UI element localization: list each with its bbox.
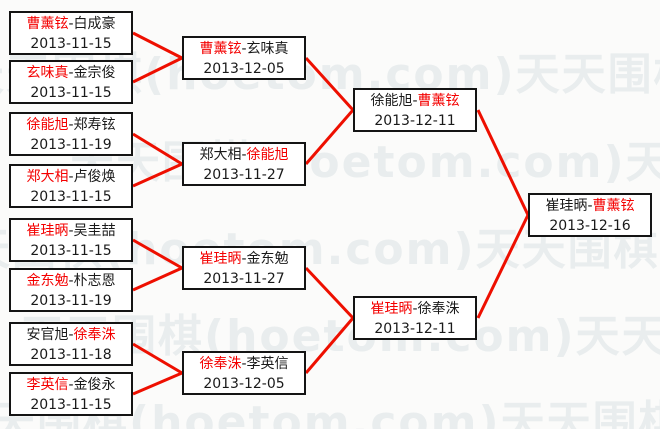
match-players: 徐能旭-郑寿铉 [11, 114, 131, 136]
match-box-r1-8: 李英信-金俊永 2013-11-15 [9, 372, 133, 416]
player-name: 郑大相 [199, 147, 242, 163]
match-players: 安官旭-徐奉洙 [11, 324, 131, 346]
match-box-r2-3: 崔珪昞-金东勉 2013-11-27 [182, 246, 306, 290]
player-name: 卢俊焕 [73, 169, 116, 185]
player-name: 安官旭 [26, 327, 69, 343]
match-date: 2013-11-19 [30, 137, 112, 153]
player-name: 曹薰铉 [199, 41, 242, 57]
match-date: 2013-12-05 [203, 376, 285, 392]
match-date: 2013-11-15 [30, 85, 112, 101]
match-date: 2013-11-15 [30, 36, 112, 52]
player-separator: - [68, 327, 74, 343]
player-separator: - [68, 223, 74, 239]
player-separator: - [68, 16, 74, 32]
match-box-sf-2: 崔珪昞-徐奉洙 2013-12-11 [353, 296, 477, 340]
player-separator: - [587, 198, 593, 214]
match-players: 金东勉-朴志恩 [11, 270, 131, 292]
player-name: 崔珪昞 [370, 301, 413, 317]
player-name: 白成豪 [73, 16, 116, 32]
match-players: 曹薰铉-白成豪 [11, 13, 131, 35]
player-name: 吴圭喆 [73, 223, 116, 239]
match-date: 2013-12-05 [203, 61, 285, 77]
match-players: 崔珪昞-徐奉洙 [355, 298, 475, 320]
player-name: 玄味真 [246, 41, 289, 57]
match-date: 2013-11-27 [203, 271, 285, 287]
player-name: 曹薰铉 [592, 198, 635, 214]
player-name: 玄味真 [26, 65, 69, 81]
match-box-r1-3: 徐能旭-郑寿铉 2013-11-19 [9, 112, 133, 156]
match-players: 李英信-金俊永 [11, 374, 131, 396]
match-box-r2-4: 徐奉洙-李英信 2013-12-05 [182, 351, 306, 395]
player-name: 李英信 [26, 377, 69, 393]
watermark-text: 天天围棋(hoetom.com)天天围棋(hoetom.com) [70, 137, 660, 188]
match-date: 2013-11-19 [30, 293, 112, 309]
player-name: 朴志恩 [73, 273, 116, 289]
match-date: 2013-11-18 [30, 347, 112, 363]
player-separator: - [241, 147, 247, 163]
player-separator: - [241, 41, 247, 57]
match-players: 郑大相-卢俊焕 [11, 166, 131, 188]
match-box-r1-1: 曹薰铉-白成豪 2013-11-15 [9, 11, 133, 55]
match-players: 徐能旭-曹薰铉 [355, 90, 475, 112]
player-name: 徐能旭 [26, 117, 69, 133]
match-date: 2013-12-16 [549, 218, 631, 234]
player-name: 曹薰铉 [26, 16, 69, 32]
player-name: 金俊永 [73, 377, 116, 393]
match-box-sf-1: 徐能旭-曹薰铉 2013-12-11 [353, 88, 477, 132]
player-name: 徐奉洙 [417, 301, 460, 317]
match-box-r1-4: 郑大相-卢俊焕 2013-11-15 [9, 164, 133, 208]
player-name: 金宗俊 [73, 65, 116, 81]
player-name: 徐能旭 [246, 147, 289, 163]
player-name: 崔珪昞 [26, 223, 69, 239]
match-players: 崔珪昞-金东勉 [184, 248, 304, 270]
player-name: 金东勉 [26, 273, 69, 289]
player-name: 郑寿铉 [73, 117, 116, 133]
match-players: 崔珪昞-吴圭喆 [11, 220, 131, 242]
match-box-final: 崔珪昞-曹薰铉 2013-12-16 [528, 193, 652, 237]
match-players: 曹薰铉-玄味真 [184, 38, 304, 60]
match-date: 2013-11-27 [203, 167, 285, 183]
player-name: 徐能旭 [370, 93, 413, 109]
match-players: 崔珪昞-曹薰铉 [530, 195, 650, 217]
match-date: 2013-11-15 [30, 243, 112, 259]
player-separator: - [68, 65, 74, 81]
match-date: 2013-12-11 [374, 113, 456, 129]
match-date: 2013-11-15 [30, 189, 112, 205]
player-separator: - [412, 93, 418, 109]
player-name: 李英信 [246, 356, 289, 372]
match-box-r2-1: 曹薰铉-玄味真 2013-12-05 [182, 36, 306, 80]
player-name: 崔珪昞 [199, 251, 242, 267]
match-box-r1-2: 玄味真-金宗俊 2013-11-15 [9, 60, 133, 104]
player-name: 徐奉洙 [199, 356, 242, 372]
player-name: 郑大相 [26, 169, 69, 185]
player-name: 徐奉洙 [73, 327, 116, 343]
player-separator: - [68, 117, 74, 133]
match-box-r2-2: 郑大相-徐能旭 2013-11-27 [182, 142, 306, 186]
player-separator: - [412, 301, 418, 317]
match-players: 玄味真-金宗俊 [11, 62, 131, 84]
player-separator: - [241, 251, 247, 267]
player-name: 崔珪昞 [545, 198, 588, 214]
player-name: 曹薰铉 [417, 93, 460, 109]
match-players: 徐奉洙-李英信 [184, 353, 304, 375]
match-box-r1-6: 金东勉-朴志恩 2013-11-19 [9, 268, 133, 312]
player-separator: - [241, 356, 247, 372]
player-separator: - [68, 169, 74, 185]
player-separator: - [68, 377, 74, 393]
match-box-r1-5: 崔珪昞-吴圭喆 2013-11-15 [9, 218, 133, 262]
match-date: 2013-12-11 [374, 321, 456, 337]
match-players: 郑大相-徐能旭 [184, 144, 304, 166]
player-separator: - [68, 273, 74, 289]
player-name: 金东勉 [246, 251, 289, 267]
match-date: 2013-11-15 [30, 397, 112, 413]
match-box-r1-7: 安官旭-徐奉洙 2013-11-18 [9, 322, 133, 366]
